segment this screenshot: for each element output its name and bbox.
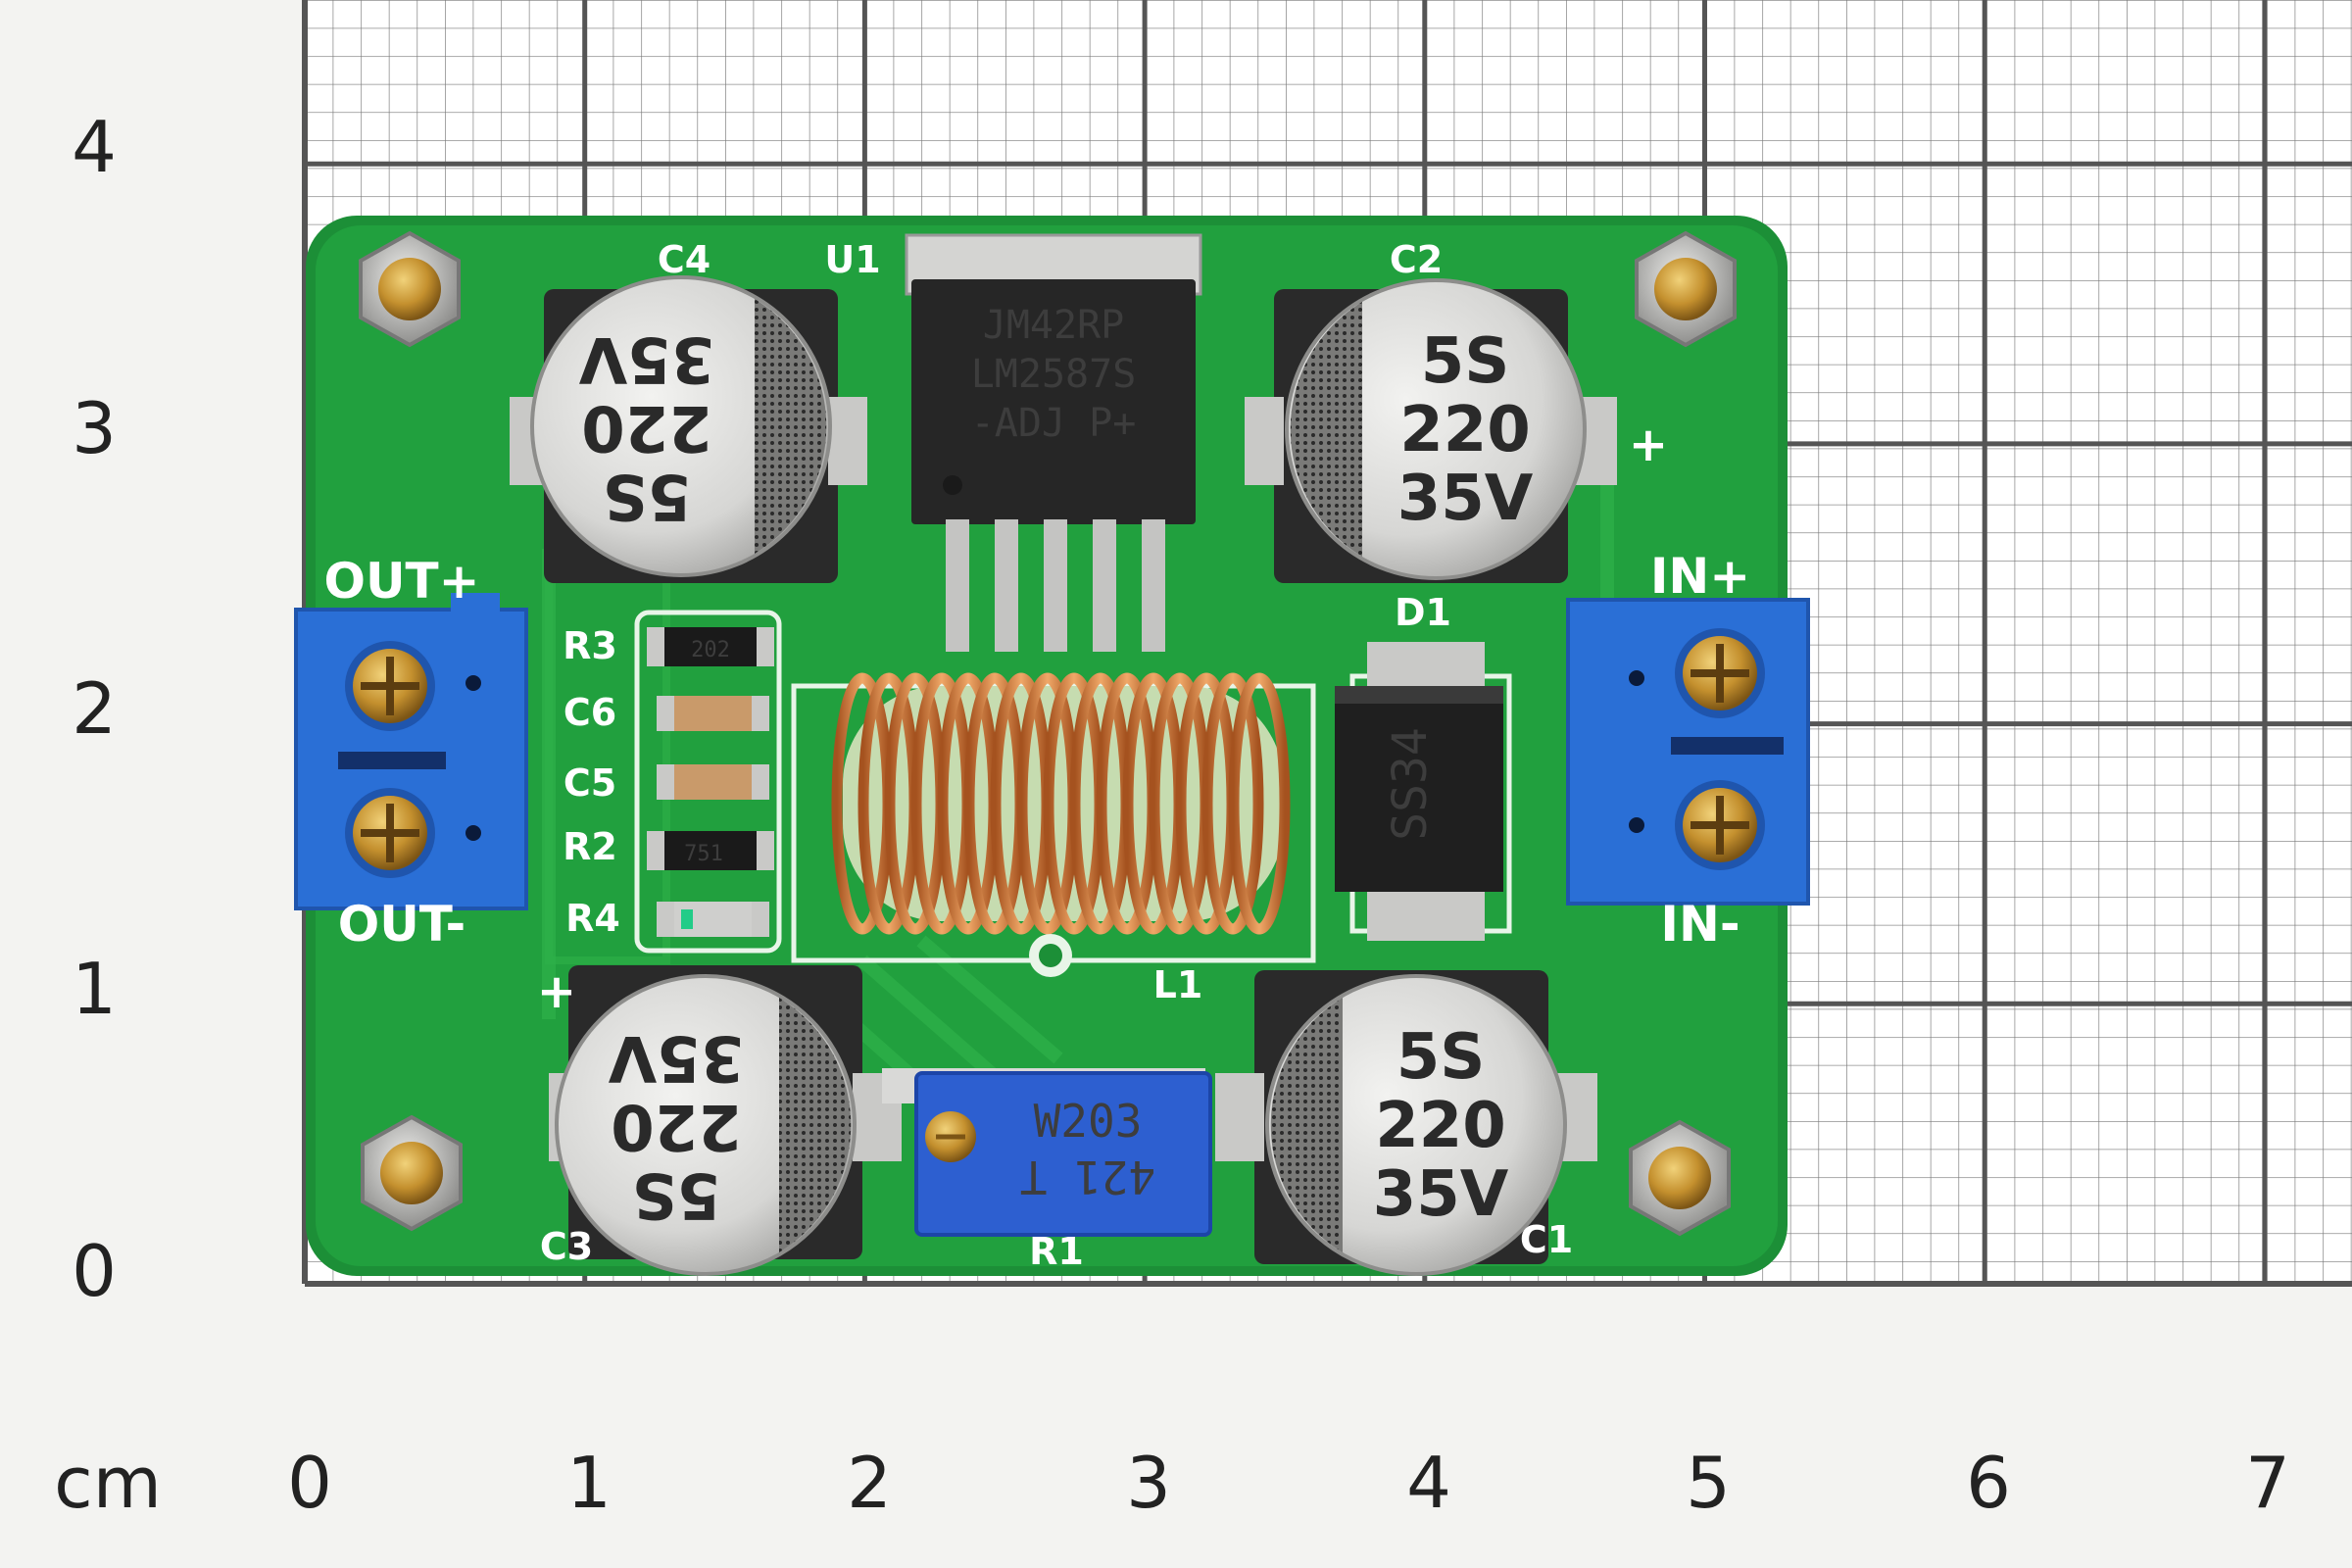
x-tick-3: 3 bbox=[1126, 1442, 1171, 1524]
label-c6: C6 bbox=[564, 691, 616, 734]
label-out-plus: OUT+ bbox=[323, 553, 479, 610]
y-tick-3: 3 bbox=[72, 387, 117, 469]
label-d1: D1 bbox=[1395, 591, 1451, 634]
diode-marking: SS34 bbox=[1383, 727, 1438, 841]
x-tick-2: 2 bbox=[847, 1442, 892, 1524]
resistor-r2-code: 751 bbox=[684, 842, 723, 866]
x-axis-unit: cm bbox=[54, 1442, 162, 1524]
trimmer-line-1: W203 bbox=[1034, 1095, 1143, 1148]
capacitor-c1: 5S 220 35V bbox=[1215, 970, 1597, 1276]
label-c5: C5 bbox=[564, 761, 616, 805]
label-l1: L1 bbox=[1153, 963, 1203, 1006]
regulator-u1: JM42RP LM2587S -ADJ P+ bbox=[905, 233, 1202, 652]
label-c1: C1 bbox=[1520, 1218, 1573, 1261]
diode-d1: SS34 bbox=[1335, 642, 1503, 941]
x-tick-0: 0 bbox=[287, 1442, 332, 1524]
capacitor-c2: 5S 220 35V bbox=[1245, 278, 1617, 583]
y-tick-0: 0 bbox=[72, 1230, 117, 1312]
label-plus-bottom-left: + bbox=[537, 964, 576, 1019]
cap-c2-value: 220 bbox=[1399, 394, 1531, 466]
cap-c2-code: 5S bbox=[1421, 325, 1510, 398]
cap-c4-voltage: 35V bbox=[578, 322, 714, 395]
y-tick-1: 1 bbox=[72, 948, 117, 1030]
y-tick-4: 4 bbox=[72, 106, 117, 188]
x-tick-1: 1 bbox=[566, 1442, 612, 1524]
cap-c1-code: 5S bbox=[1396, 1021, 1486, 1094]
label-r1: R1 bbox=[1029, 1230, 1084, 1273]
label-r4: R4 bbox=[565, 897, 620, 940]
trimmer-r1: W203 421 T bbox=[882, 1068, 1212, 1237]
terminal-block-in bbox=[1566, 598, 1810, 906]
mounting-nut-top-right bbox=[1635, 230, 1737, 348]
cap-c4-code: 5S bbox=[603, 460, 692, 532]
label-u1: U1 bbox=[824, 238, 880, 281]
y-axis-labels: 4 3 2 1 0 bbox=[72, 106, 117, 1312]
label-r2: R2 bbox=[563, 825, 617, 868]
cap-c4-value: 220 bbox=[581, 391, 712, 464]
inductor-l1 bbox=[831, 672, 1291, 977]
label-r3: R3 bbox=[563, 624, 617, 667]
label-in-minus: IN- bbox=[1660, 896, 1740, 953]
mounting-nut-bottom-left bbox=[361, 1114, 463, 1232]
label-out-minus: OUT- bbox=[338, 896, 466, 953]
ic-line-2: LM2587S bbox=[971, 352, 1137, 397]
x-axis-labels: cm 0 1 2 3 4 5 6 7 bbox=[54, 1442, 2290, 1524]
cap-c3-code: 5S bbox=[632, 1158, 721, 1231]
cap-c3-value: 220 bbox=[611, 1090, 742, 1162]
smd-components: 202 751 bbox=[647, 627, 774, 937]
capacitor-c3: 5S 220 35V bbox=[549, 965, 902, 1276]
x-tick-5: 5 bbox=[1686, 1442, 1731, 1524]
terminal-block-out bbox=[294, 593, 528, 910]
cap-c3-voltage: 35V bbox=[608, 1021, 744, 1094]
capacitor-c4: 5S 220 35V bbox=[510, 275, 867, 583]
ic-line-1: JM42RP bbox=[983, 303, 1125, 348]
label-c3: C3 bbox=[540, 1225, 593, 1268]
cap-c1-value: 220 bbox=[1375, 1090, 1506, 1162]
trimmer-line-2: 421 T bbox=[1020, 1151, 1155, 1203]
label-in-plus: IN+ bbox=[1650, 548, 1750, 605]
label-c4: C4 bbox=[658, 238, 710, 281]
label-c2: C2 bbox=[1390, 238, 1443, 281]
y-tick-2: 2 bbox=[72, 667, 117, 750]
x-tick-6: 6 bbox=[1966, 1442, 2011, 1524]
cap-c2-voltage: 35V bbox=[1397, 463, 1534, 535]
resistor-r3-code: 202 bbox=[691, 638, 730, 662]
mounting-nut-top-left bbox=[359, 230, 461, 348]
mounting-nut-bottom-right bbox=[1629, 1119, 1731, 1237]
ic-line-3: -ADJ P+ bbox=[971, 401, 1137, 446]
cap-c1-voltage: 35V bbox=[1373, 1158, 1509, 1231]
silkscreen-labels: C4 U1 C2 D1 L1 R1 C3 C1 R3 C6 C5 R2 R4 O… bbox=[323, 238, 1750, 1273]
label-plus-top-right: + bbox=[1629, 417, 1668, 472]
x-tick-7: 7 bbox=[2245, 1442, 2290, 1524]
x-tick-4: 4 bbox=[1406, 1442, 1451, 1524]
